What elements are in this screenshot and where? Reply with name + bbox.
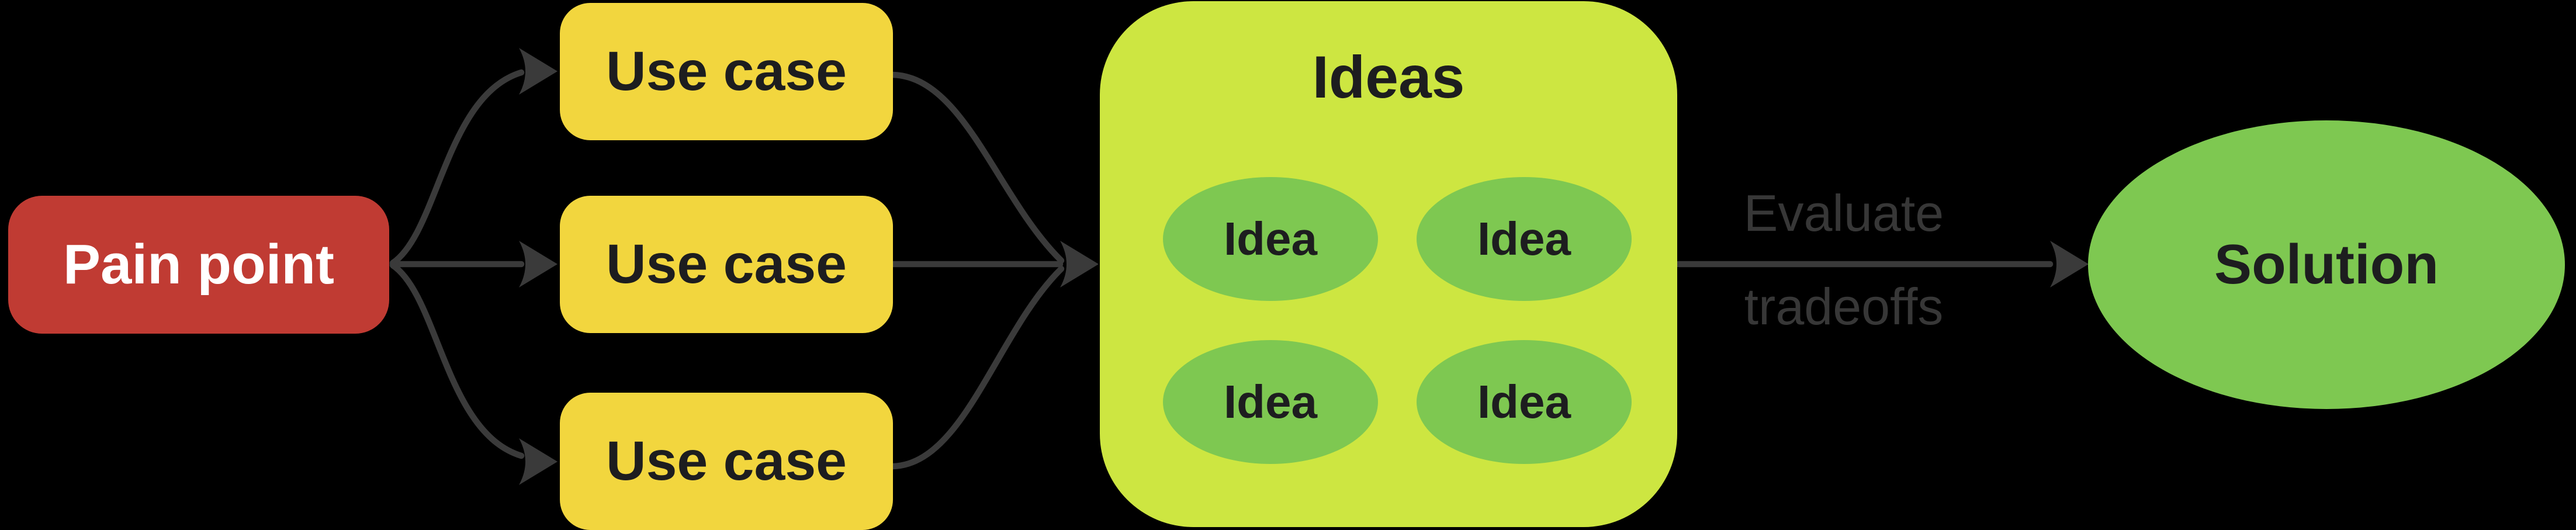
node-idea-bottom-left: Idea: [1163, 340, 1378, 464]
arrowhead-solution: [2050, 241, 2089, 287]
node-use-case-bottom: Use case: [560, 393, 893, 530]
solution-label: Solution: [2214, 233, 2439, 296]
node-idea-top-left: Idea: [1163, 177, 1378, 301]
node-idea-bottom-right: Idea: [1417, 340, 1632, 464]
use-case-label: Use case: [605, 40, 847, 102]
arrowhead-usecase-middle: [519, 241, 558, 287]
node-use-case-middle: Use case: [560, 196, 893, 333]
arrowhead-ideas: [1060, 241, 1099, 287]
node-idea-top-right: Idea: [1417, 177, 1632, 301]
pain-point-label: Pain point: [63, 233, 334, 296]
idea-label: Idea: [1477, 376, 1571, 428]
edge-usecase-bottom-ideas: [889, 265, 1065, 470]
edge-usecase-top-ideas: [889, 71, 1065, 264]
idea-label: Idea: [1223, 213, 1318, 265]
node-solution: Solution: [2088, 120, 2565, 409]
use-case-label: Use case: [605, 233, 847, 295]
node-pain-point: Pain point: [8, 196, 389, 334]
arrowhead-usecase-top: [519, 48, 558, 95]
ideas-group-title: Ideas: [1312, 44, 1465, 110]
node-use-case-top: Use case: [560, 3, 893, 140]
node-ideas-group: Ideas Idea Idea Idea Idea: [1100, 1, 1677, 527]
edge-painpoint-usecase-top: [389, 69, 525, 266]
arrowhead-usecase-bottom: [519, 438, 558, 485]
idea-label: Idea: [1223, 376, 1318, 428]
edge-painpoint-usecase-bottom: [389, 262, 525, 459]
idea-label: Idea: [1477, 213, 1571, 265]
use-case-label: Use case: [605, 429, 847, 492]
